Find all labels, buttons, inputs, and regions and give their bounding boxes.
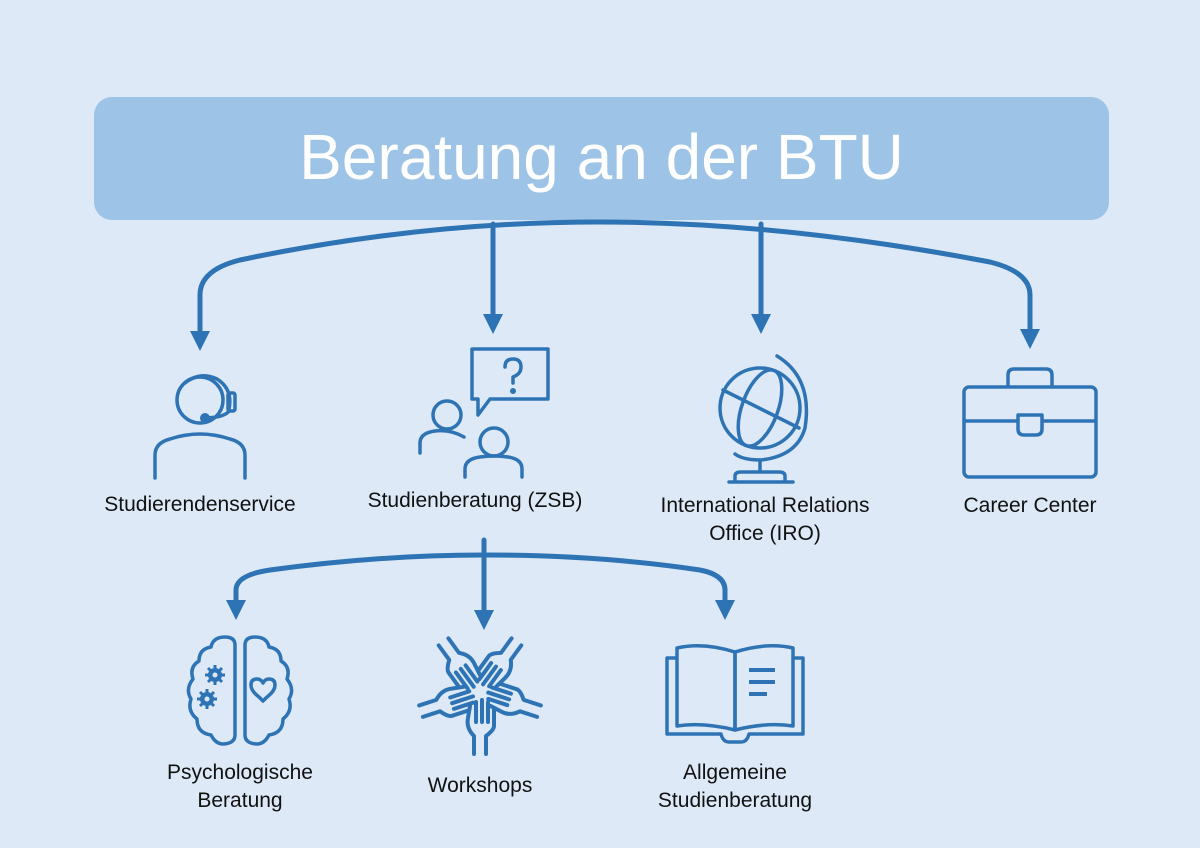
label-studienberatung-zsb: Studienberatung (ZSB) (367, 489, 583, 512)
book-icon (664, 644, 805, 744)
diagram-title: Beratung an der BTU (299, 121, 904, 193)
title-banner: Beratung an der BTU (94, 97, 1109, 220)
brain-icon (186, 635, 294, 746)
arrowhead-zsb (483, 314, 503, 334)
headset-person-icon (153, 374, 247, 480)
node-iro: International Relations Office (IRO) (630, 348, 900, 548)
top-arc (197, 219, 1033, 338)
node-workshops: Workshops (390, 632, 570, 800)
label-career-center: Career Center (963, 494, 1097, 517)
arrowhead-allgemein (715, 600, 735, 620)
arrowhead-studierendenservice (190, 331, 210, 351)
arrowhead-career (1020, 329, 1040, 349)
label-studierendenservice: Studierendenservice (104, 493, 296, 516)
arrowhead-psych (226, 600, 246, 620)
arrowhead-workshops (474, 610, 494, 630)
label-workshops: Workshops (427, 774, 533, 797)
node-career-center: Career Center (930, 365, 1130, 520)
hands-icon (417, 636, 543, 756)
node-allgemeine-studienberatung: Allgemeine Studienberatung (630, 640, 840, 815)
node-psychologische-beratung: Psychologische Beratung (140, 635, 340, 815)
briefcase-icon (962, 367, 1098, 479)
globe-icon (718, 354, 809, 484)
node-studierendenservice: Studierendenservice (70, 365, 330, 519)
arrowhead-iro (751, 314, 771, 334)
label-iro: International Relations Office (IRO) (660, 494, 870, 545)
sub-arc (233, 552, 728, 608)
people-question-icon (418, 347, 550, 479)
label-allgemeine-studienberatung: Allgemeine Studienberatung (657, 761, 813, 812)
label-psychologische-beratung: Psychologische Beratung (167, 761, 313, 812)
node-studienberatung-zsb: Studienberatung (ZSB) (330, 345, 620, 515)
